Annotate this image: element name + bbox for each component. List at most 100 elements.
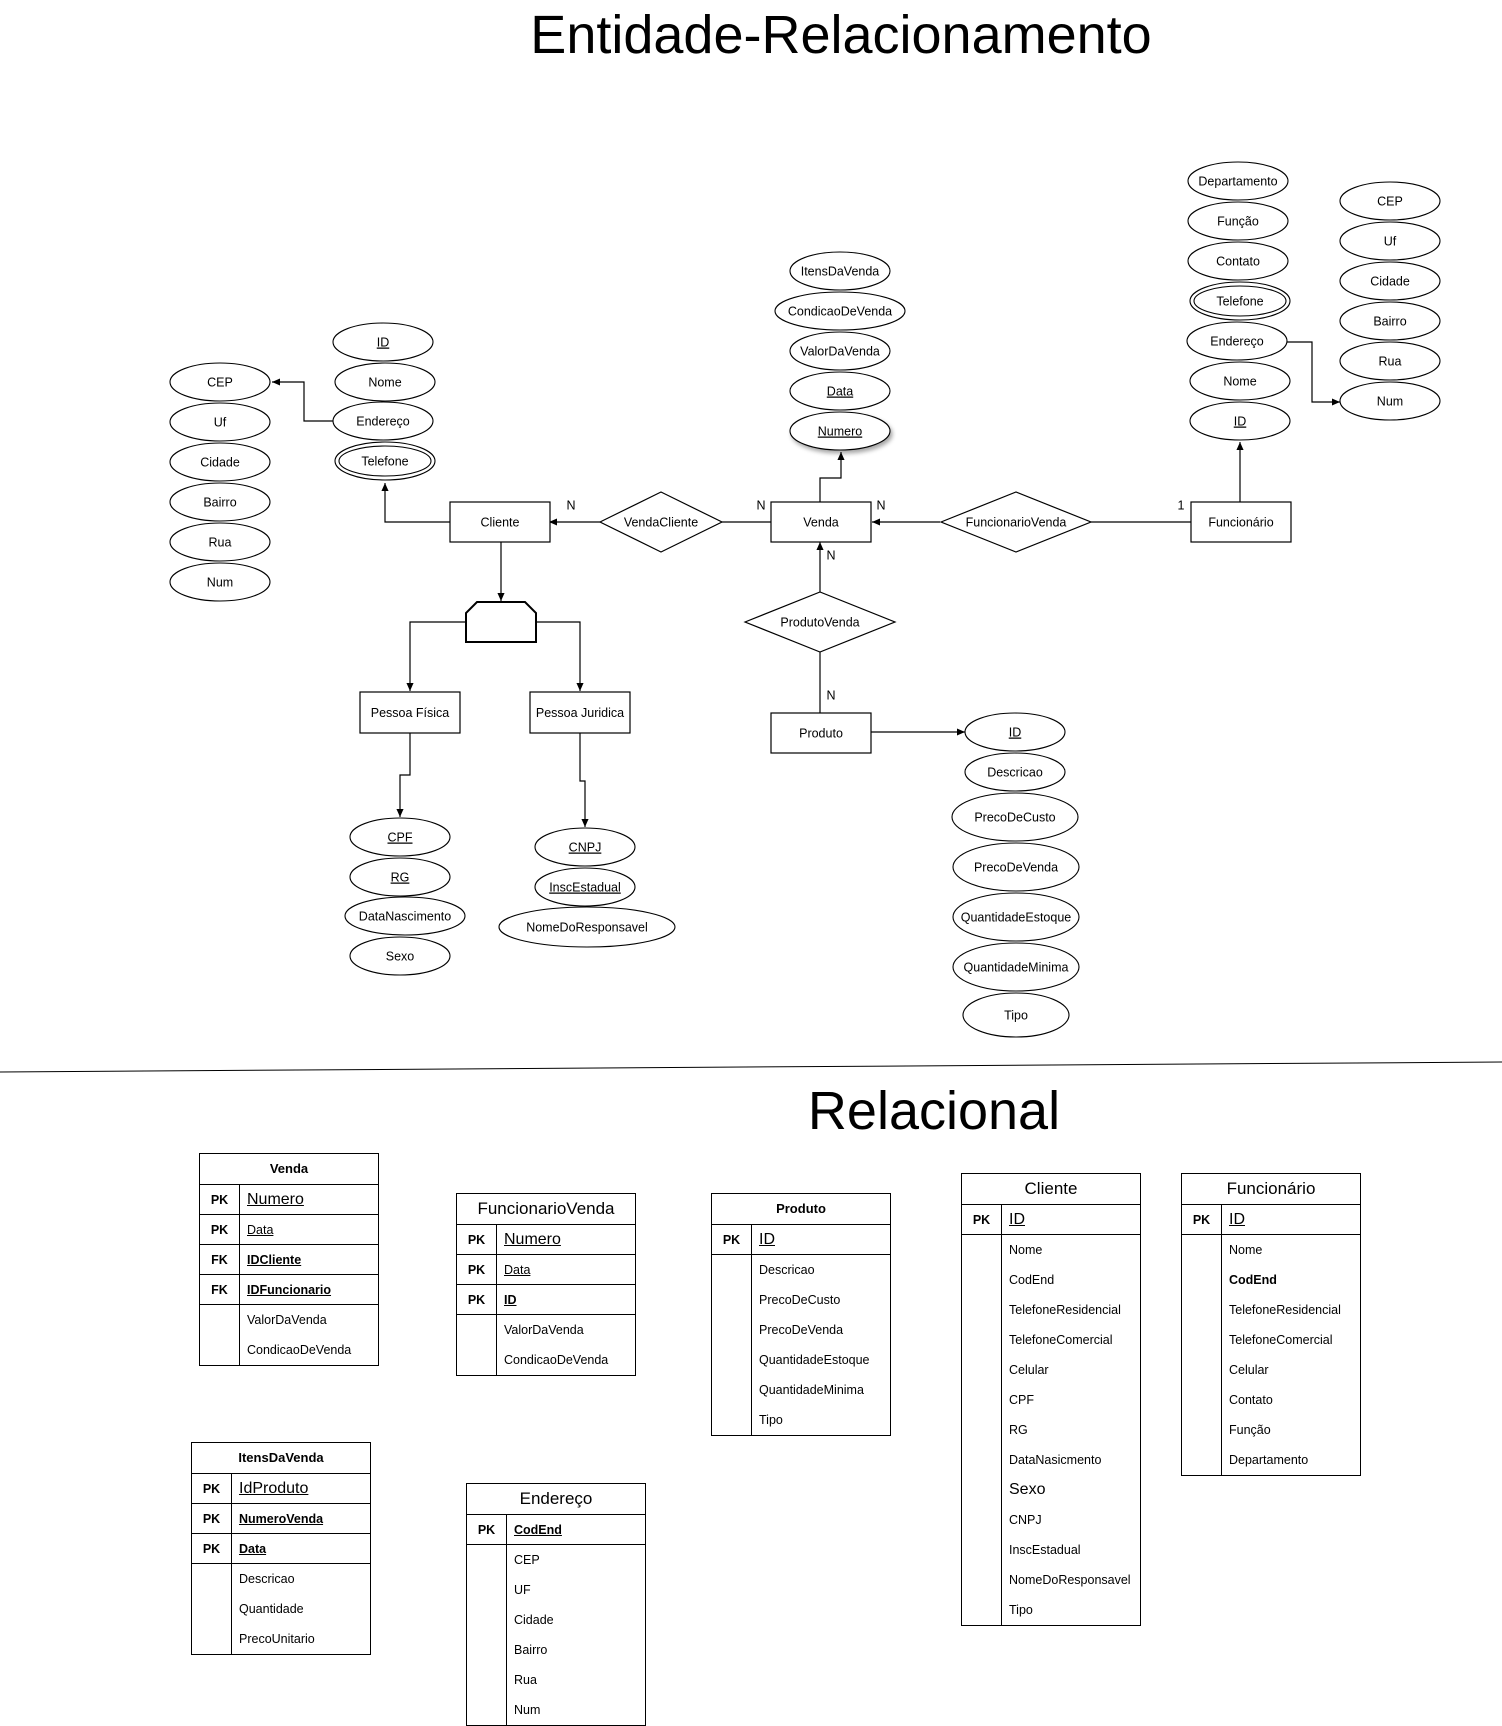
specialization-symbol (465, 601, 537, 643)
attribute-fun-departamento-ellipse[interactable] (1187, 161, 1289, 201)
relationship-venda-cliente-diamond[interactable] (598, 491, 724, 553)
attribute-fun-endereco-bairro-ellipse[interactable] (1339, 301, 1441, 341)
key-type: PK (457, 1255, 497, 1284)
attribute-pf-rg-ellipse[interactable] (349, 857, 451, 897)
cardinality-venda-bottom-n: N (826, 549, 835, 563)
key-type: FK (200, 1275, 240, 1304)
attribute-fun-endereco-ellipse[interactable] (1186, 321, 1288, 361)
entity-pessoa-juridica-box[interactable] (529, 691, 631, 734)
attribute-fun-nome-ellipse[interactable] (1189, 361, 1291, 401)
attribute-pro-id-label: ID (1009, 726, 1022, 740)
attribute-ven-condicao-ellipse[interactable] (774, 291, 906, 331)
attribute-pf-nascimento-ellipse[interactable] (344, 896, 466, 936)
entity-venda-box[interactable] (770, 501, 872, 543)
attribute-ven-numero-label: Numero (818, 425, 863, 439)
attribute-cli-telefone-ellipse[interactable] (334, 441, 436, 481)
attribute-pj-responsavel-ellipse[interactable] (498, 906, 676, 948)
attribute-cli-id-label: ID (377, 336, 390, 350)
key-column-name: IDFuncionario (247, 1282, 332, 1297)
table-endereco-column: UF (514, 1583, 531, 1597)
attribute-cli-endereco-ellipse[interactable] (332, 401, 434, 441)
attribute-ven-itens-ellipse[interactable] (789, 251, 891, 291)
attribute-fun-endereco-num-ellipse[interactable] (1339, 381, 1441, 421)
table-funcionario-title: Funcionário (1182, 1174, 1360, 1205)
attribute-fun-endereco-uf-ellipse[interactable] (1339, 221, 1441, 261)
attribute-cli-endereco-label: Endereço (356, 415, 410, 429)
entity-pessoa-fisica-box[interactable] (359, 691, 461, 734)
connector-venda-numero (819, 452, 845, 502)
attribute-cli-endereco-cep-ellipse[interactable] (169, 362, 271, 402)
attribute-pro-id-ellipse[interactable] (964, 712, 1066, 752)
attribute-pro-descricao-ellipse[interactable] (964, 752, 1066, 792)
attribute-fun-endereco-rua-ellipse[interactable] (1339, 341, 1441, 381)
attribute-pro-minima-ellipse[interactable] (952, 942, 1080, 992)
table-cliente-column: Celular (1009, 1363, 1049, 1377)
table-cliente-column: CNPJ (1009, 1513, 1042, 1527)
attribute-cli-id-ellipse[interactable] (332, 322, 434, 362)
table-cliente-column: TelefoneResidencial (1009, 1303, 1121, 1317)
attribute-cli-endereco-uf-ellipse[interactable] (169, 402, 271, 442)
attribute-cli-nome-ellipse[interactable] (334, 362, 436, 402)
attribute-fun-id-ellipse[interactable] (1189, 401, 1291, 441)
attribute-pro-tipo-label: Tipo (1004, 1009, 1028, 1023)
attribute-fun-endereco-cep-ellipse[interactable] (1339, 181, 1441, 221)
attribute-fun-telefone-ellipse[interactable] (1189, 281, 1291, 321)
table-produto-column: PrecoDeVenda (759, 1323, 844, 1337)
attribute-cli-endereco-rua-ellipse[interactable] (169, 522, 271, 562)
attribute-fun-contato-ellipse[interactable] (1187, 241, 1289, 281)
entity-cliente-label: Cliente (481, 516, 520, 530)
key-column-name: ID (1009, 1210, 1025, 1228)
attribute-fun-endereco-uf-label: Uf (1384, 235, 1397, 249)
table-produto-column: QuantidadeMinima (759, 1383, 864, 1397)
attribute-ven-numero-ellipse[interactable] (789, 411, 891, 451)
entity-produto-box[interactable] (770, 712, 872, 754)
attribute-cli-endereco-bairro-ellipse[interactable] (169, 482, 271, 522)
attribute-pro-venda-ellipse[interactable] (952, 842, 1080, 892)
attribute-pro-tipo-ellipse[interactable] (962, 992, 1070, 1038)
key-column-name: CodEnd (514, 1522, 562, 1537)
attribute-cli-endereco-rua-label: Rua (209, 536, 232, 550)
table-venda-column: ValorDaVenda (247, 1313, 327, 1327)
attribute-pf-sexo-ellipse[interactable] (349, 936, 451, 976)
attribute-pro-minima-label: QuantidadeMinima (964, 961, 1069, 975)
table-produto-title: Produto (712, 1194, 890, 1225)
key-column-name: ID (1229, 1210, 1245, 1228)
attribute-ven-data-ellipse[interactable] (789, 371, 891, 411)
attribute-pf-cpf-ellipse[interactable] (349, 817, 451, 857)
attribute-cli-endereco-cidade-ellipse[interactable] (169, 442, 271, 482)
table-endereco-column: Bairro (514, 1643, 548, 1657)
attribute-pro-descricao-label: Descricao (987, 766, 1043, 780)
connectors (272, 341, 1340, 827)
table-funcionario-column: Departamento (1229, 1453, 1309, 1467)
attribute-ven-valor-ellipse[interactable] (789, 331, 891, 371)
entity-funcionario-box[interactable] (1190, 501, 1292, 543)
connector-pessoafisica-cpf (396, 733, 411, 817)
attribute-pj-insc-ellipse[interactable] (534, 867, 636, 907)
attribute-pf-sexo-label: Sexo (386, 950, 415, 964)
attribute-fun-endereco-cidade-ellipse[interactable] (1339, 261, 1441, 301)
entity-cliente-box[interactable] (449, 501, 551, 543)
attribute-cli-endereco-num-ellipse[interactable] (169, 562, 271, 602)
relationship-funcionario-venda-diamond[interactable] (939, 491, 1093, 553)
attribute-pro-estoque-ellipse[interactable] (952, 892, 1080, 942)
attribute-pj-cnpj-ellipse[interactable] (534, 827, 636, 867)
key-column-name: IdProduto (239, 1479, 309, 1497)
attribute-pro-custo-ellipse[interactable] (951, 792, 1079, 842)
attribute-fun-funcao-ellipse[interactable] (1187, 201, 1289, 241)
cardinality-venda-left-n: N (756, 499, 765, 513)
table-funcionario-column: TelefoneResidencial (1229, 1303, 1341, 1317)
relationship-produto-venda-diamond[interactable] (743, 591, 897, 653)
attribute-cli-endereco-num-label: Num (207, 576, 233, 590)
table-cliente-column: Tipo (1009, 1603, 1033, 1617)
table-endereco-column: Rua (514, 1673, 537, 1687)
